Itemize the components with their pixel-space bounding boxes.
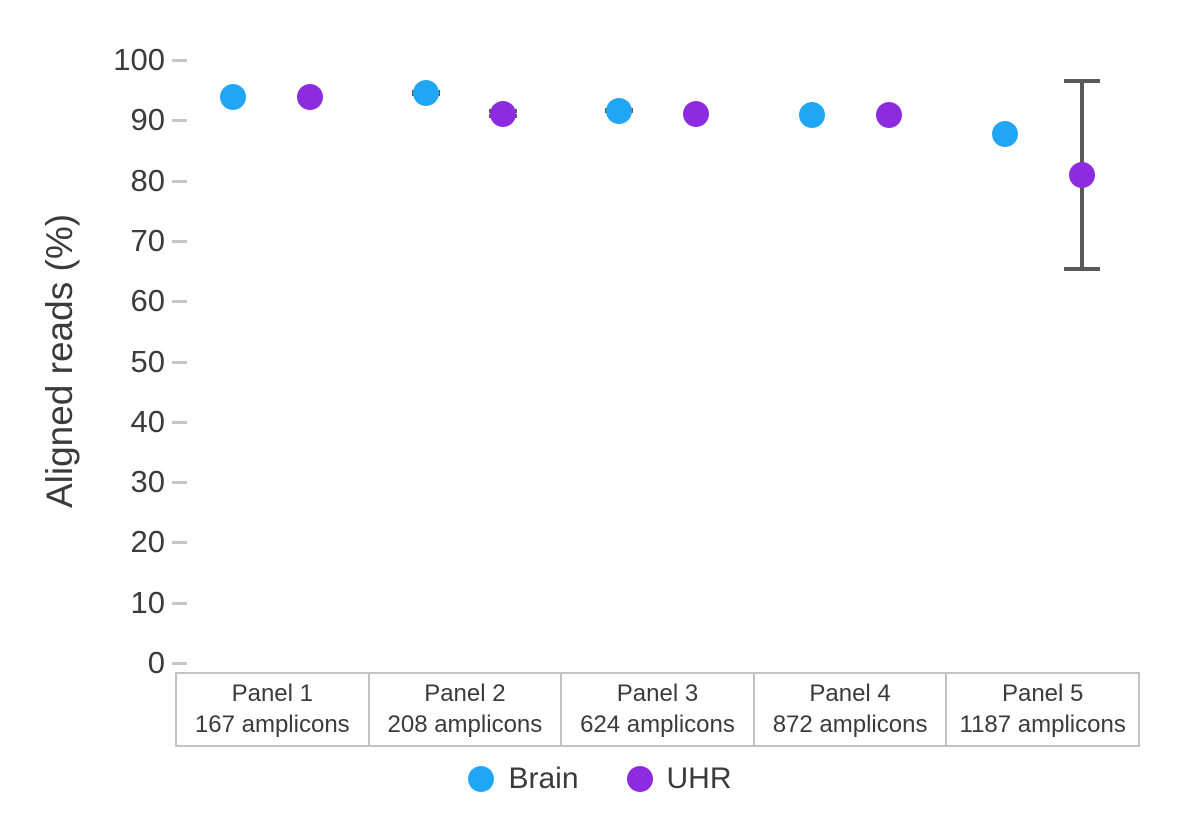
legend-item-brain[interactable]: Brain <box>468 762 579 796</box>
data-point-brain[interactable] <box>991 121 1018 148</box>
panel-subtitle: 208 amplicons <box>387 710 543 738</box>
y-tick-mark <box>172 300 187 304</box>
panel-title: Panel 5 <box>1001 679 1084 707</box>
y-tick-label: 60 <box>130 283 165 319</box>
panel-subtitle: 167 amplicons <box>194 710 350 738</box>
data-point-brain[interactable] <box>605 97 632 124</box>
y-tick-label: 70 <box>130 222 165 258</box>
panel-subtitle: 872 amplicons <box>772 710 928 738</box>
panel-title: Panel 2 <box>424 679 506 707</box>
data-point-brain[interactable] <box>219 84 246 111</box>
error-bar-cap <box>1064 267 1101 272</box>
y-tick-label: 90 <box>130 102 165 138</box>
panel-title: Panel 1 <box>231 679 313 707</box>
panel-cell: Panel 2 208 amplicons <box>370 674 563 745</box>
y-tick-label: 30 <box>130 464 165 500</box>
data-point-uhr[interactable] <box>683 100 710 127</box>
y-tick-mark <box>172 662 187 665</box>
y-tick-label: 10 <box>130 584 165 620</box>
y-tick-mark <box>172 541 187 545</box>
y-tick-label: 80 <box>130 162 165 198</box>
legend-label: UHR <box>666 762 732 795</box>
y-tick-mark <box>172 481 187 485</box>
y-tick-mark <box>172 601 187 605</box>
panel-cell: Panel 5 1187 amplicons <box>947 674 1138 745</box>
panel-subtitle: 624 amplicons <box>580 710 735 738</box>
y-axis-ticks: 0 10 20 30 40 50 60 70 80 90 100 <box>0 0 195 700</box>
panel-subtitle: 1187 amplicons <box>959 710 1126 738</box>
y-tick-mark <box>172 119 187 123</box>
y-tick-mark <box>172 420 187 424</box>
panel-cell: Panel 4 872 amplicons <box>755 674 948 745</box>
y-tick-label: 50 <box>130 343 165 379</box>
legend-marker-icon <box>626 766 653 792</box>
y-tick-mark <box>172 179 187 183</box>
y-tick-label: 0 <box>147 645 165 680</box>
legend-label: Brain <box>508 762 579 795</box>
y-tick-mark <box>172 59 187 62</box>
data-point-brain[interactable] <box>412 80 439 107</box>
data-point-uhr[interactable] <box>297 84 324 111</box>
error-bar-cap <box>1064 79 1101 84</box>
panel-strip: Panel 1 167 amplicons Panel 2 208 amplicons… <box>175 672 1140 747</box>
y-tick-label: 100 <box>113 42 165 77</box>
y-tick-mark <box>172 239 187 243</box>
panel-cell: Panel 3 624 amplicons <box>562 674 755 745</box>
data-point-brain[interactable] <box>798 101 825 128</box>
panel-title: Panel 3 <box>616 679 699 707</box>
panel-title: Panel 4 <box>809 679 891 707</box>
y-tick-label: 40 <box>130 403 165 439</box>
data-point-uhr[interactable] <box>490 100 517 127</box>
panel-cell: Panel 1 167 amplicons <box>177 674 370 745</box>
legend-item-uhr[interactable]: UHR <box>626 762 732 796</box>
plot-area <box>175 30 1140 663</box>
legend-marker-icon <box>468 766 495 792</box>
y-tick-mark <box>172 360 187 364</box>
y-tick-label: 20 <box>130 524 165 560</box>
data-point-uhr[interactable] <box>876 101 903 128</box>
chart-legend: Brain UHR <box>0 762 1200 796</box>
data-point-uhr[interactable] <box>1069 161 1096 188</box>
